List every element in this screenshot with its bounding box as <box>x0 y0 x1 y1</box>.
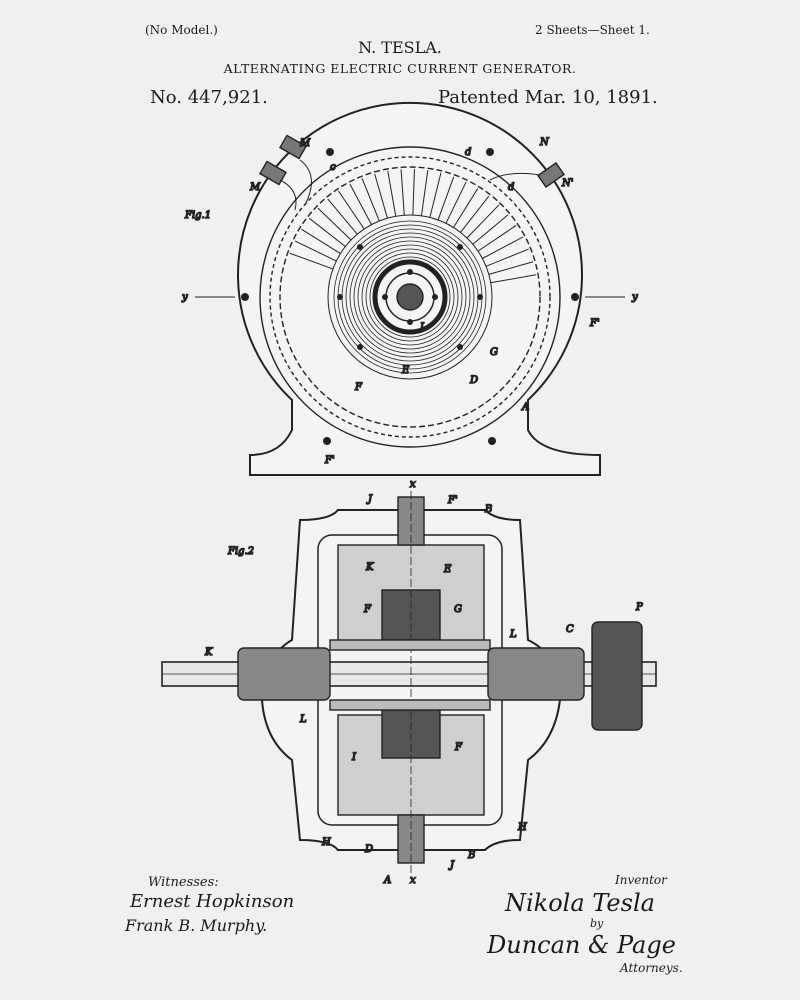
witnesses-label: Witnesses: <box>148 875 219 890</box>
label-H: H <box>517 822 527 833</box>
armature-segment <box>453 188 479 228</box>
label-K: K <box>365 562 374 573</box>
armature-segment <box>482 236 524 259</box>
fig1-label: Fig.1 <box>184 210 211 221</box>
armature-segment <box>488 261 534 275</box>
label-A: A <box>383 875 391 886</box>
armature-segment <box>289 252 334 270</box>
label-P: P <box>635 602 643 613</box>
armature-segment <box>308 217 346 247</box>
coil-winding <box>361 248 459 346</box>
label-N-prime: N' <box>561 178 574 189</box>
by-label: by <box>590 917 604 930</box>
coil-winding <box>333 220 487 374</box>
label-L: L <box>299 714 307 725</box>
label-F-prime: F' <box>447 495 458 506</box>
attorneys-label: Attorneys. <box>620 961 683 975</box>
label-J: J <box>448 860 455 871</box>
armature-segment <box>477 225 517 252</box>
label-F: F <box>363 604 372 615</box>
witness-signature-1: Ernest Hopkinson <box>130 891 295 912</box>
coil-winding <box>365 252 455 342</box>
label-F: F <box>354 382 363 393</box>
armature-segment <box>374 173 388 219</box>
label-M: M <box>249 182 261 193</box>
label-G: G <box>490 347 498 358</box>
label-F-prime: F' <box>324 455 335 466</box>
fig2-label: Fig.2 <box>227 546 254 557</box>
coil-winding <box>357 244 463 350</box>
coil-winding <box>345 232 475 362</box>
label-J: J <box>366 494 373 505</box>
label-d: d <box>465 147 471 158</box>
label-F-prime: F' <box>589 318 600 329</box>
armature-segment <box>338 190 365 230</box>
patent-number: No. 447,921. <box>150 87 268 108</box>
label-C: C <box>566 624 574 635</box>
armature-segment <box>361 178 380 222</box>
label-d: d <box>508 182 514 193</box>
patent-date: Patented Mar. 10, 1891. <box>438 87 658 108</box>
label-y: y <box>181 292 188 303</box>
armature-segment <box>460 195 490 233</box>
inventor-name: N. TESLA. <box>358 38 442 57</box>
coil-winding <box>349 236 471 358</box>
armature-segment <box>429 172 442 218</box>
label-x: x <box>410 875 416 886</box>
armature-segment <box>472 214 509 245</box>
label-B: B <box>467 850 475 861</box>
label-B: B <box>484 504 492 515</box>
label-G: G <box>454 604 462 615</box>
armature-segment <box>437 176 455 221</box>
coil-winding <box>353 240 467 354</box>
label-I: I <box>351 752 357 763</box>
witness-signature-2: Frank B. Murphy. <box>125 916 268 935</box>
label-E: E <box>443 564 452 575</box>
armature-segment <box>349 183 372 225</box>
armature-segment <box>294 240 337 262</box>
figure-1: Fig.1 M M c N N' d d y y F' L G E D F A … <box>180 101 639 476</box>
armature-segment <box>400 169 405 216</box>
label-L: L <box>509 629 517 640</box>
label-N: N <box>539 137 550 148</box>
label-F: F <box>454 742 463 753</box>
model-note: (No Model.) <box>145 23 218 37</box>
label-D: D <box>364 844 373 855</box>
armature-segment <box>412 169 415 216</box>
label-D: D <box>469 375 478 386</box>
figure-2: Fig.2 x F' J B K E F G P C L K L I F H D… <box>161 478 657 887</box>
label-H: H <box>321 837 331 848</box>
coil-winding <box>369 256 451 338</box>
armature-segment <box>466 204 500 239</box>
label-M: M <box>299 138 311 149</box>
label-E: E <box>401 365 410 376</box>
armature-segment <box>301 228 341 254</box>
label-c: c <box>330 162 336 173</box>
armature-segment <box>445 181 467 224</box>
label-K: K <box>204 647 213 658</box>
armature-segment <box>317 207 352 241</box>
inventor-signature: Nikola Tesla <box>505 889 655 917</box>
patent-title: ALTERNATING ELECTRIC CURRENT GENERATOR. <box>223 61 577 76</box>
label-A: A <box>521 402 529 413</box>
armature-segment <box>327 198 358 235</box>
inventor-label: Inventor <box>615 873 667 887</box>
sheet-count: 2 Sheets—Sheet 1. <box>535 23 650 37</box>
armature-segment <box>490 274 537 284</box>
armature-segment <box>420 170 429 216</box>
armature-segment <box>387 170 397 217</box>
attorney-signature: Duncan & Page <box>487 931 676 959</box>
label-L: L <box>419 322 427 333</box>
label-x: x <box>410 479 416 490</box>
armature-segment <box>485 248 529 267</box>
label-y: y <box>631 292 638 303</box>
